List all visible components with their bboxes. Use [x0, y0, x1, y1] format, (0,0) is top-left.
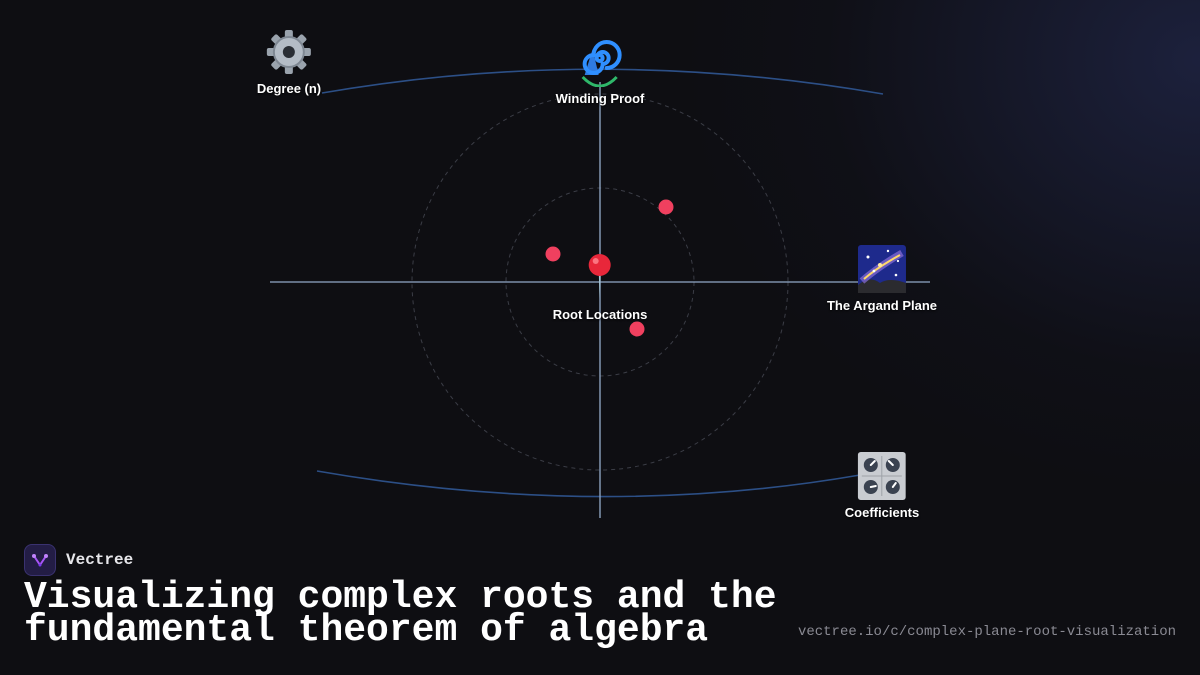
node-label: Winding Proof: [555, 91, 645, 106]
spiral-icon: [575, 37, 625, 87]
node-root-locations[interactable]: Root Locations: [552, 253, 648, 322]
connector-arc-bottom: [316, 470, 861, 498]
node-coefficients[interactable]: Coefficients: [845, 451, 919, 520]
vectree-logo-icon: [24, 544, 56, 576]
node-winding-proof[interactable]: Winding Proof: [555, 37, 645, 106]
node-degree[interactable]: Degree (n): [257, 27, 321, 96]
node-argand-plane[interactable]: The Argand Plane: [827, 244, 937, 313]
node-label: Coefficients: [844, 505, 920, 520]
control-knobs-icon: [857, 451, 907, 501]
round-pushpin-icon: [575, 253, 625, 303]
root-point: [545, 246, 561, 262]
page-title: Visualizing complex roots and the fundam…: [24, 576, 777, 652]
root-point: [658, 199, 674, 215]
root-point: [629, 321, 645, 337]
source-url[interactable]: vectree.io/c/complex-plane-root-visualiz…: [797, 624, 1176, 640]
node-label: Root Locations: [552, 307, 648, 322]
brand-name: Vectree: [66, 551, 134, 569]
gear-icon: [264, 27, 314, 77]
galaxy-icon: [857, 244, 907, 294]
brand: Vectree: [24, 544, 133, 576]
node-label: Degree (n): [256, 81, 322, 96]
node-label: The Argand Plane: [826, 298, 938, 313]
